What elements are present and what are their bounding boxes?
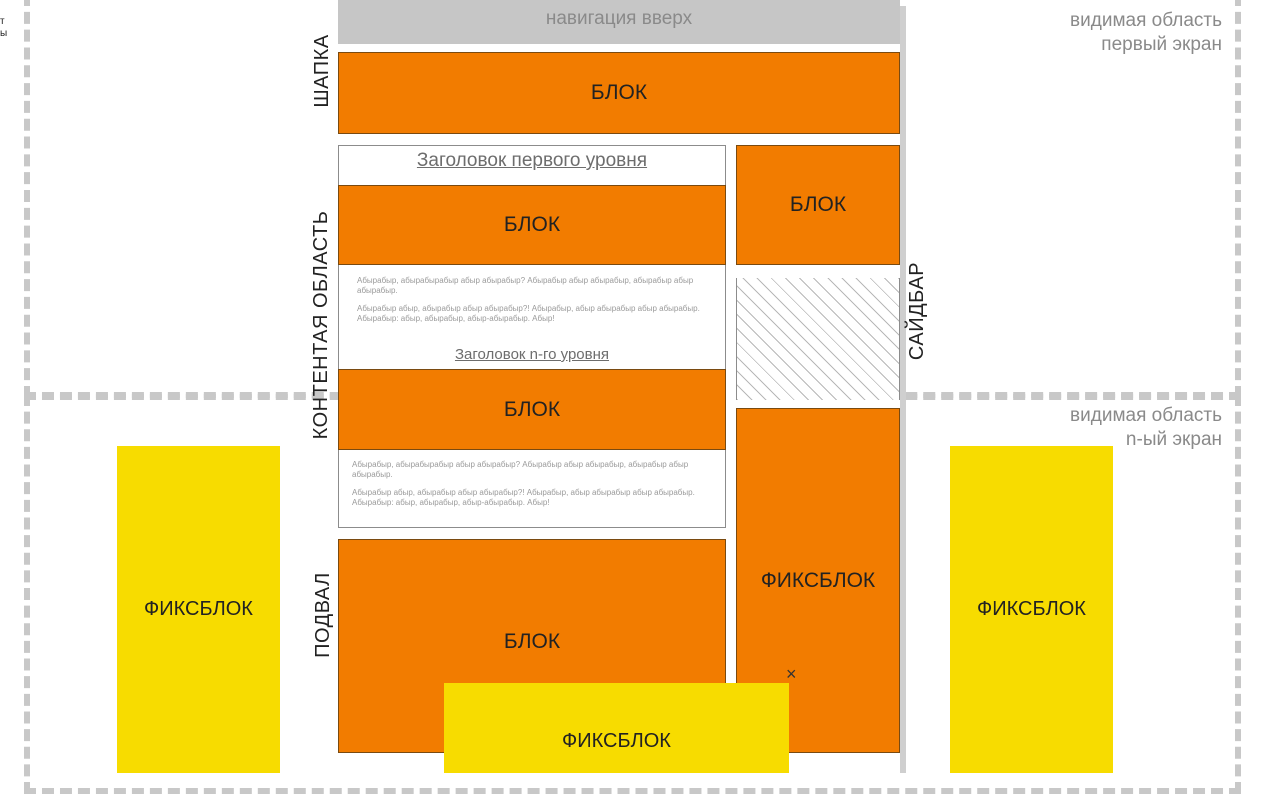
- fixblock-right-label: ФИКСБЛОК: [977, 598, 1086, 620]
- paragraph-1b: Абырабыр абыр, абырабыр абыр абырабыр?! …: [357, 304, 700, 323]
- content-block-1-label: БЛОК: [503, 213, 561, 236]
- cropped-text-line-2: ы: [0, 28, 8, 39]
- fixblock-bottom-label: ФИКСБЛОК: [562, 729, 671, 752]
- fixblock-right: ФИКСБЛОК: [950, 446, 1113, 773]
- nav-up-label: навигация вверх: [545, 8, 693, 29]
- sidebar-scroll-gap: [736, 278, 900, 400]
- cropped-text: т ы: [0, 16, 12, 40]
- content-area-label: КОНТЕНТАЯ ОБЛАСТЬ: [310, 210, 332, 440]
- sidebar-block: БЛОК: [736, 145, 900, 265]
- fixblock-left-label: ФИКСБЛОК: [144, 598, 253, 620]
- close-icon[interactable]: ×: [786, 664, 797, 684]
- heading-level-n[interactable]: Заголовок n-го уровня: [454, 346, 610, 363]
- paragraph-1a: Абырабыр, абырабырабыр абыр абырабыр? Аб…: [357, 276, 694, 295]
- paragraph-2a: Абырабыр, абырабырабыр абыр абырабыр? Аб…: [352, 460, 689, 479]
- footer-label: ПОДВАЛ: [312, 572, 334, 658]
- content-block-2: БЛОК: [338, 369, 726, 450]
- nav-up-bar[interactable]: навигация вверх: [338, 0, 900, 44]
- sidebar-fixblock-label: ФИКСБЛОК: [760, 568, 876, 592]
- viewport-first-label: видимая область первый экран: [960, 9, 1222, 57]
- viewport-nth-label-line-2: n-ый экран: [1125, 429, 1222, 450]
- heading-level-1[interactable]: Заголовок первого уровня: [416, 150, 648, 171]
- layout-diagram: { "viewports": { "first": { "line1": "ви…: [0, 0, 1241, 794]
- cropped-text-line-1: т: [0, 16, 5, 27]
- header-block-label: БЛОК: [590, 81, 648, 104]
- content-block-1: БЛОК: [338, 185, 726, 265]
- fixblock-left: ФИКСБЛОК: [117, 446, 280, 773]
- footer-block-label: БЛОК: [503, 630, 561, 653]
- paragraph-group-2: Абырабыр, абырабырабыр абыр абырабыр? Аб…: [352, 460, 702, 516]
- sidebar-label: САЙДБАР: [906, 261, 928, 361]
- viewport-nth-label-line-1: видимая область: [1070, 405, 1222, 426]
- content-block-2-label: БЛОК: [503, 397, 561, 421]
- viewport-nth-label: видимая область n-ый экран: [960, 404, 1222, 452]
- paragraph-group-1: Абырабыр, абырабырабыр абыр абырабыр? Аб…: [357, 276, 702, 332]
- paragraph-2b: Абырабыр абыр, абырабыр абыр абырабыр?! …: [352, 488, 695, 507]
- fixblock-bottom: ФИКСБЛОК: [444, 683, 789, 773]
- sidebar-block-label: БЛОК: [789, 193, 847, 216]
- viewport-first-label-line-1: видимая область: [1070, 10, 1222, 31]
- viewport-first-label-line-2: первый экран: [1101, 34, 1222, 55]
- header-block: БЛОК: [338, 52, 900, 134]
- header-label: ШАПКА: [311, 34, 333, 108]
